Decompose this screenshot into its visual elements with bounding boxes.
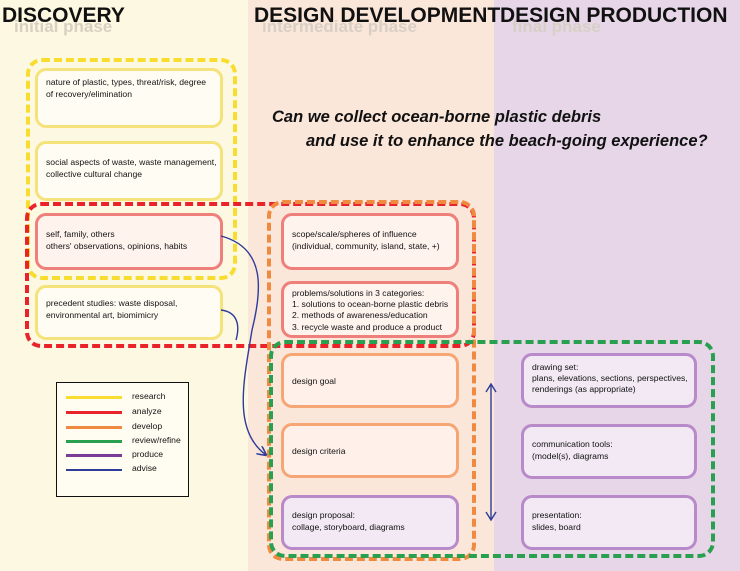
box-line: communication tools:: [532, 439, 613, 449]
box-line: nature of plastic, types, threat/risk, d…: [46, 77, 207, 87]
box-problems-solutions: problems/solutions in 3 categories: 1. s…: [281, 281, 459, 338]
legend-swatch: [66, 426, 122, 429]
box-line: environmental art, biomimicry: [46, 309, 159, 320]
development-title: DESIGN DEVELOPMENT: [254, 4, 501, 27]
box-design-criteria: design criteria: [281, 423, 459, 478]
legend-label: analyze: [132, 406, 162, 416]
legend-label: produce: [132, 449, 164, 459]
box-scope-scale: scope/scale/spheres of influence (indivi…: [281, 213, 459, 270]
box-line: collective cultural change: [46, 168, 143, 179]
box-line: others' observations, opinions, habits: [46, 240, 188, 251]
legend-swatch: [66, 454, 122, 457]
box-communication-tools: communication tools: (model(s), diagrams: [521, 424, 697, 479]
box-line: design goal: [292, 376, 336, 386]
legend-swatch: [66, 396, 122, 399]
advise-curve-connector: [220, 235, 266, 455]
box-design-proposal: design proposal: collage, storyboard, di…: [281, 495, 459, 550]
double-arrow-head-top: [485, 382, 497, 393]
legend-label: develop: [132, 421, 163, 431]
legend-label: advise: [132, 463, 157, 473]
legend-label: research: [132, 391, 166, 401]
legend-item: advise: [66, 463, 186, 476]
legend-swatch: [66, 440, 122, 443]
legend-label: review/refine: [132, 435, 181, 445]
box-line: social aspects of waste, waste managemen…: [46, 157, 217, 167]
question-line-1: Can we collect ocean-borne plastic debri…: [272, 108, 602, 126]
review-group-outline: [269, 340, 715, 558]
box-line: precedent studies: waste disposal,: [46, 298, 178, 308]
box-line: 1. solutions to ocean-borne plastic debr…: [292, 299, 449, 310]
box-presentation: presentation: slides, board: [521, 495, 697, 550]
box-line: scope/scale/spheres of influence: [292, 229, 417, 239]
box-line: 2. methods of awareness/education: [292, 310, 428, 321]
box-line: renderings (as appropriate): [532, 384, 636, 395]
legend-swatch: [66, 469, 122, 471]
box-drawing-set: drawing set: plans, elevations, sections…: [521, 353, 697, 408]
box-line: self, family, others: [46, 229, 115, 239]
production-title: DESIGN PRODUCTION: [500, 4, 728, 27]
box-line: design proposal:: [292, 510, 356, 520]
box-line: design criteria: [292, 446, 346, 456]
discovery-subtitle: initial phase: [14, 17, 113, 36]
box-line: of recovery/elimination: [46, 88, 132, 99]
legend-item: review/refine: [66, 435, 186, 448]
box-line: (model(s), diagrams: [532, 450, 609, 461]
box-line: presentation:: [532, 510, 582, 520]
double-arrow-head-bottom: [485, 511, 497, 522]
legend-item: develop: [66, 421, 186, 434]
box-nature-of-plastic: nature of plastic, types, threat/risk, d…: [35, 68, 223, 128]
question-line-2: and use it to enhance the beach-going ex…: [306, 132, 708, 150]
legend-item: produce: [66, 449, 186, 462]
development-subtitle: intermediate phase: [262, 17, 417, 36]
legend-swatch: [66, 411, 122, 414]
box-line: problems/solutions in 3 categories:: [292, 288, 425, 298]
box-line: slides, board: [532, 521, 581, 532]
research-group-outline: [26, 58, 237, 280]
box-line: drawing set:: [532, 362, 579, 372]
box-line: 3. recycle waste and produce a product: [292, 321, 443, 332]
box-line: plans, elevations, sections, perspective…: [532, 373, 688, 384]
production-subtitle: final phase: [512, 17, 601, 36]
box-precedent-studies: precedent studies: waste disposal, envir…: [35, 285, 223, 340]
legend: research analyze develop review/refine p…: [56, 382, 189, 497]
box-line: collage, storyboard, diagrams: [292, 521, 405, 532]
box-social-aspects: social aspects of waste, waste managemen…: [35, 141, 223, 201]
legend-item: research: [66, 391, 186, 404]
discovery-title: DISCOVERY: [2, 4, 125, 27]
box-design-goal: design goal: [281, 353, 459, 408]
box-line: (individual, community, island, state, +…: [292, 240, 440, 251]
legend-item: analyze: [66, 406, 186, 419]
box-self-family-others: self, family, others others' observation…: [35, 213, 223, 270]
advise-connector-small: [220, 309, 239, 341]
